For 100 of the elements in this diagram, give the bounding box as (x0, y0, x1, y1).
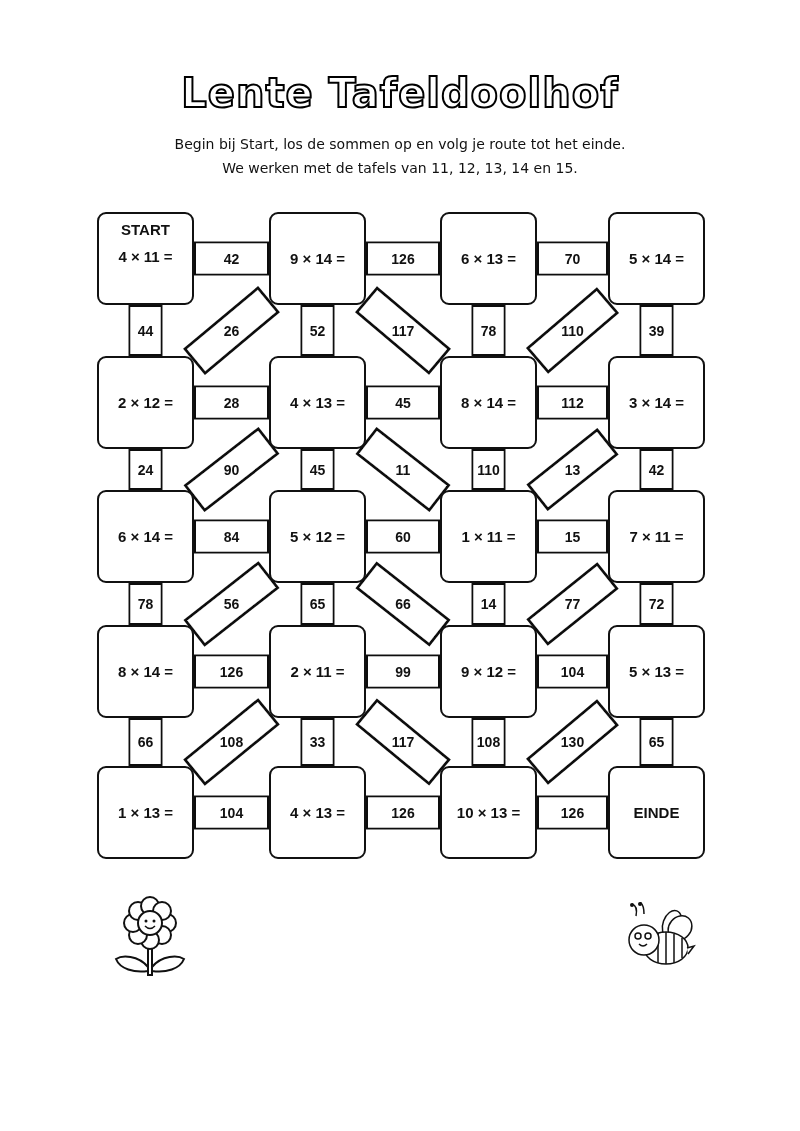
maze-box (97, 766, 194, 859)
edge-label: 26 (223, 322, 240, 339)
maze-box (97, 356, 194, 449)
maze-corridor (639, 583, 674, 625)
edge-label: 52 (309, 322, 326, 339)
edge-label: 28 (223, 394, 240, 411)
edge-label: 45 (395, 394, 411, 411)
box-text: 4 × 13 = (289, 804, 346, 821)
maze-box (269, 625, 366, 718)
box-text: 2 × 12 = (117, 394, 174, 411)
maze-corridor (639, 449, 674, 490)
edge-label: 24 (137, 461, 154, 478)
edge-label: 39 (648, 322, 665, 339)
edge-label: 56 (223, 596, 240, 612)
edge-label: 15 (564, 528, 581, 545)
box-text: 9 × 12 = (460, 663, 517, 680)
maze-corridor (537, 795, 608, 830)
maze-corridor (366, 519, 440, 554)
edge-label: 126 (391, 804, 415, 821)
edge-label: 104 (560, 663, 585, 680)
edge-label: 13 (564, 461, 581, 478)
edge-label: 45 (309, 461, 326, 478)
maze-corridor (537, 519, 608, 554)
box-text: 7 × 11 = (629, 528, 684, 545)
maze-corridor (128, 449, 163, 490)
maze-corridor (639, 718, 674, 766)
box-text: 8 × 14 = (117, 663, 174, 680)
maze-box (440, 490, 537, 583)
edge-label: 11 (395, 461, 411, 478)
maze-box (608, 212, 705, 305)
box-text: 5 × 13 = (628, 663, 685, 680)
edge-label: 112 (561, 394, 584, 411)
maze-corridor (194, 795, 269, 830)
edge-label: 60 (395, 528, 411, 545)
edge-label: 42 (648, 461, 665, 478)
edge-label: 70 (564, 250, 581, 267)
maze-box (97, 212, 194, 305)
edge-label: 90 (223, 461, 240, 478)
maze-corridor (366, 241, 440, 276)
maze-box (97, 625, 194, 718)
box-text: 10 × 13 = (456, 804, 521, 821)
edge-label: 84 (223, 528, 240, 545)
edge-label: 72 (648, 596, 665, 612)
edge-label: 33 (309, 734, 326, 750)
edge-label: 66 (137, 734, 154, 750)
edge-label: 78 (137, 596, 154, 612)
maze-corridor (194, 654, 269, 689)
box-text: EINDE (633, 804, 680, 821)
edge-label: 126 (391, 250, 415, 267)
title: Lente Tafeldoolhof (181, 70, 619, 116)
instruction-text: Begin bij Start, los de sommen op en volg je route tot het einde. (173, 136, 627, 152)
edge-label: 117 (391, 322, 415, 339)
maze-corridor (128, 583, 163, 625)
maze-box (269, 490, 366, 583)
maze-corridor (366, 654, 440, 689)
maze-corridor (183, 286, 280, 375)
box-text: 6 × 13 = (460, 250, 517, 267)
maze-corridor (128, 718, 163, 766)
maze-box (440, 766, 537, 859)
box-text: 4 × 13 = (289, 394, 346, 411)
edge-label: 44 (137, 322, 154, 339)
edge-label: 126 (560, 804, 585, 821)
edge-label: 130 (560, 734, 585, 750)
box-text: 5 × 14 = (628, 250, 685, 267)
maze-box (269, 356, 366, 449)
edge-label: 108 (219, 734, 244, 750)
box-text: 4 × 11 = (118, 248, 173, 265)
edge-label: 14 (480, 596, 497, 612)
box-text: 2 × 11 = (290, 663, 345, 680)
maze-box (608, 490, 705, 583)
maze-box (608, 766, 705, 859)
box-text: 6 × 14 = (117, 528, 174, 545)
maze-box (608, 625, 705, 718)
maze-corridor (366, 795, 440, 830)
edge-label: 77 (564, 596, 581, 612)
box-text: 1 × 13 = (117, 804, 174, 821)
maze-corridor (639, 305, 674, 356)
maze-corridor (537, 654, 608, 689)
box-heading: START (120, 221, 171, 238)
edge-label: 110 (477, 461, 500, 478)
maze-corridor (194, 519, 269, 554)
box-text: 5 × 12 = (289, 528, 346, 545)
instruction-text: We werken met de tafels van 11, 12, 13, 14 en 15. (221, 160, 579, 176)
box-text: 3 × 14 = (628, 394, 685, 411)
edge-label: 117 (391, 734, 415, 750)
maze-box (608, 356, 705, 449)
edge-label: 110 (561, 322, 584, 339)
box-text: 8 × 14 = (460, 394, 517, 411)
edge-label: 108 (476, 734, 501, 750)
box-text: 1 × 11 = (461, 528, 516, 545)
box-text: 9 × 14 = (289, 250, 346, 267)
maze-corridor (128, 305, 163, 356)
edge-label: 104 (219, 804, 244, 821)
maze-corridor (537, 385, 608, 420)
maze-box (97, 490, 194, 583)
edge-label: 99 (395, 663, 411, 680)
edge-label: 126 (219, 663, 244, 680)
maze-corridor (194, 385, 269, 420)
maze-box (440, 356, 537, 449)
maze-box (440, 212, 537, 305)
